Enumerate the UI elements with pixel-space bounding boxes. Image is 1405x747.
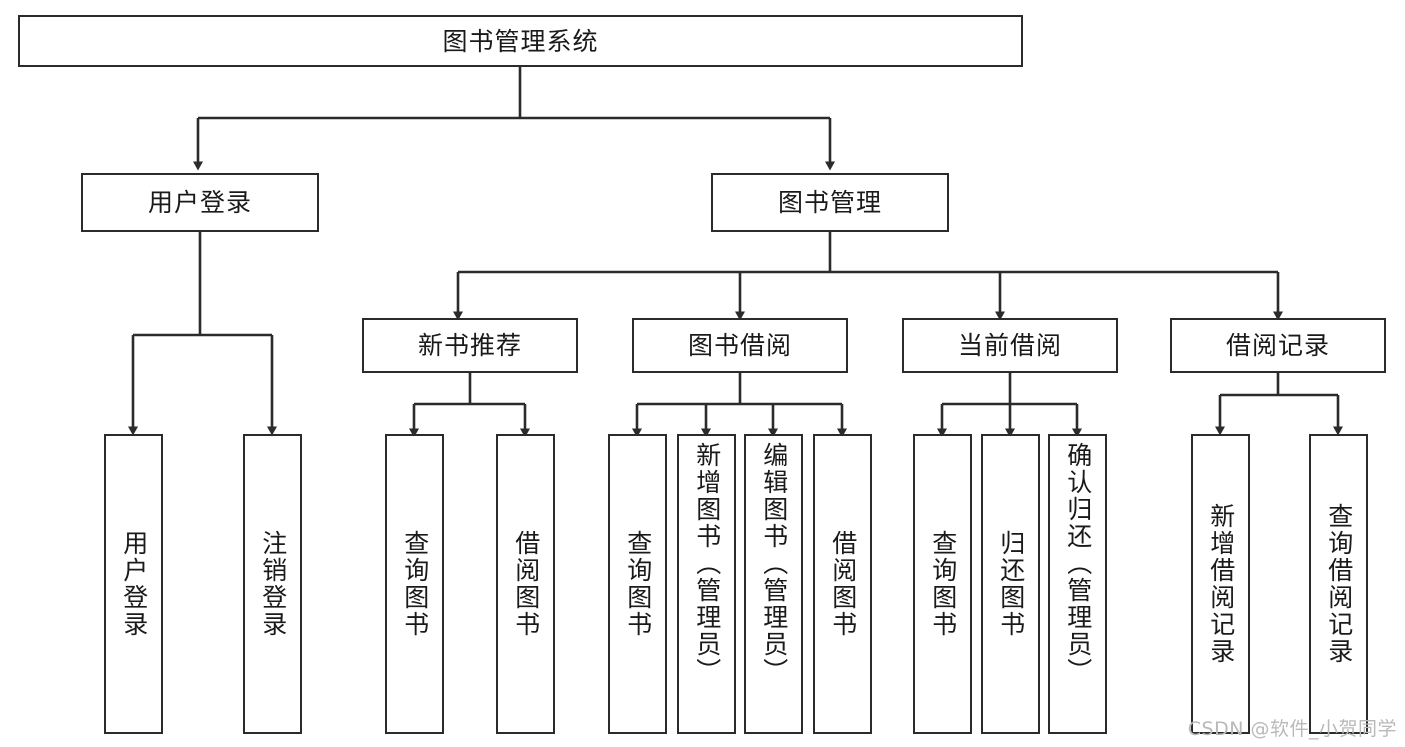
leaf-borrow-record-query-label: 查询借阅记录 — [1324, 503, 1354, 665]
leaf-inner: 查询图书 — [387, 436, 442, 732]
node-borrow-record[interactable]: 借阅记录 — [1170, 318, 1386, 373]
node-new-book-recommend[interactable]: 新书推荐 — [362, 318, 578, 373]
leaf-book-borrow-borrow-label: 借阅图书 — [828, 530, 858, 638]
node-current-borrow[interactable]: 当前借阅 — [902, 318, 1118, 373]
node-new-book-recommend-label: 新书推荐 — [417, 331, 522, 360]
node-borrow-record-label: 借阅记录 — [1225, 331, 1330, 360]
node-book-management-label: 图书管理 — [777, 188, 882, 217]
leaf-user-login-login-label: 用户登录 — [119, 530, 149, 638]
leaf-new-book-borrow-label: 借阅图书 — [511, 530, 541, 638]
node-root[interactable]: 图书管理系统 — [18, 15, 1023, 67]
node-book-borrow[interactable]: 图书借阅 — [632, 318, 848, 373]
leaf-inner: 新增图书（管理员） — [679, 436, 734, 732]
leaf-inner: 借阅图书 — [498, 436, 553, 732]
leaf-current-borrow-return[interactable]: 归还图书 — [981, 434, 1040, 734]
leaf-borrow-record-add[interactable]: 新增借阅记录 — [1191, 434, 1250, 734]
leaf-inner: 编辑图书（管理员） — [746, 436, 801, 732]
leaf-new-book-borrow[interactable]: 借阅图书 — [496, 434, 555, 734]
leaf-current-borrow-confirm[interactable]: 确认归还（管理员） — [1048, 434, 1107, 734]
leaf-inner: 用户登录 — [106, 436, 161, 732]
leaf-current-borrow-query-label: 查询图书 — [928, 530, 958, 638]
leaf-current-borrow-confirm-label: 确认归还（管理员） — [1063, 442, 1093, 685]
leaf-current-borrow-return-label: 归还图书 — [996, 530, 1026, 638]
leaf-new-book-query[interactable]: 查询图书 — [385, 434, 444, 734]
leaf-book-borrow-query-label: 查询图书 — [623, 530, 653, 638]
leaf-book-borrow-query[interactable]: 查询图书 — [608, 434, 667, 734]
leaf-inner: 查询借阅记录 — [1311, 436, 1366, 732]
leaf-inner: 查询图书 — [610, 436, 665, 732]
node-user-login[interactable]: 用户登录 — [81, 173, 319, 232]
leaf-inner: 注销登录 — [245, 436, 300, 732]
leaf-book-borrow-edit[interactable]: 编辑图书（管理员） — [744, 434, 803, 734]
leaf-book-borrow-borrow[interactable]: 借阅图书 — [813, 434, 872, 734]
node-book-management[interactable]: 图书管理 — [711, 173, 949, 232]
leaf-user-login-logout[interactable]: 注销登录 — [243, 434, 302, 734]
leaf-inner: 归还图书 — [983, 436, 1038, 732]
node-root-label: 图书管理系统 — [442, 26, 599, 56]
leaf-user-login-logout-label: 注销登录 — [258, 530, 288, 638]
node-user-login-label: 用户登录 — [147, 188, 252, 217]
leaf-inner: 新增借阅记录 — [1193, 436, 1248, 732]
watermark-text: CSDN @软件_小贺同学 — [1187, 718, 1397, 740]
leaf-borrow-record-add-label: 新增借阅记录 — [1206, 503, 1236, 665]
leaf-inner: 确认归还（管理员） — [1050, 436, 1105, 732]
leaf-inner: 借阅图书 — [815, 436, 870, 732]
leaf-borrow-record-query[interactable]: 查询借阅记录 — [1309, 434, 1368, 734]
leaf-user-login-login[interactable]: 用户登录 — [104, 434, 163, 734]
leaf-new-book-query-label: 查询图书 — [400, 530, 430, 638]
node-current-borrow-label: 当前借阅 — [957, 331, 1062, 360]
leaf-book-borrow-add[interactable]: 新增图书（管理员） — [677, 434, 736, 734]
leaf-current-borrow-query[interactable]: 查询图书 — [913, 434, 972, 734]
leaf-inner: 查询图书 — [915, 436, 970, 732]
node-book-borrow-label: 图书借阅 — [687, 331, 792, 360]
leaf-book-borrow-add-label: 新增图书（管理员） — [692, 442, 722, 685]
leaf-book-borrow-edit-label: 编辑图书（管理员） — [759, 442, 789, 685]
